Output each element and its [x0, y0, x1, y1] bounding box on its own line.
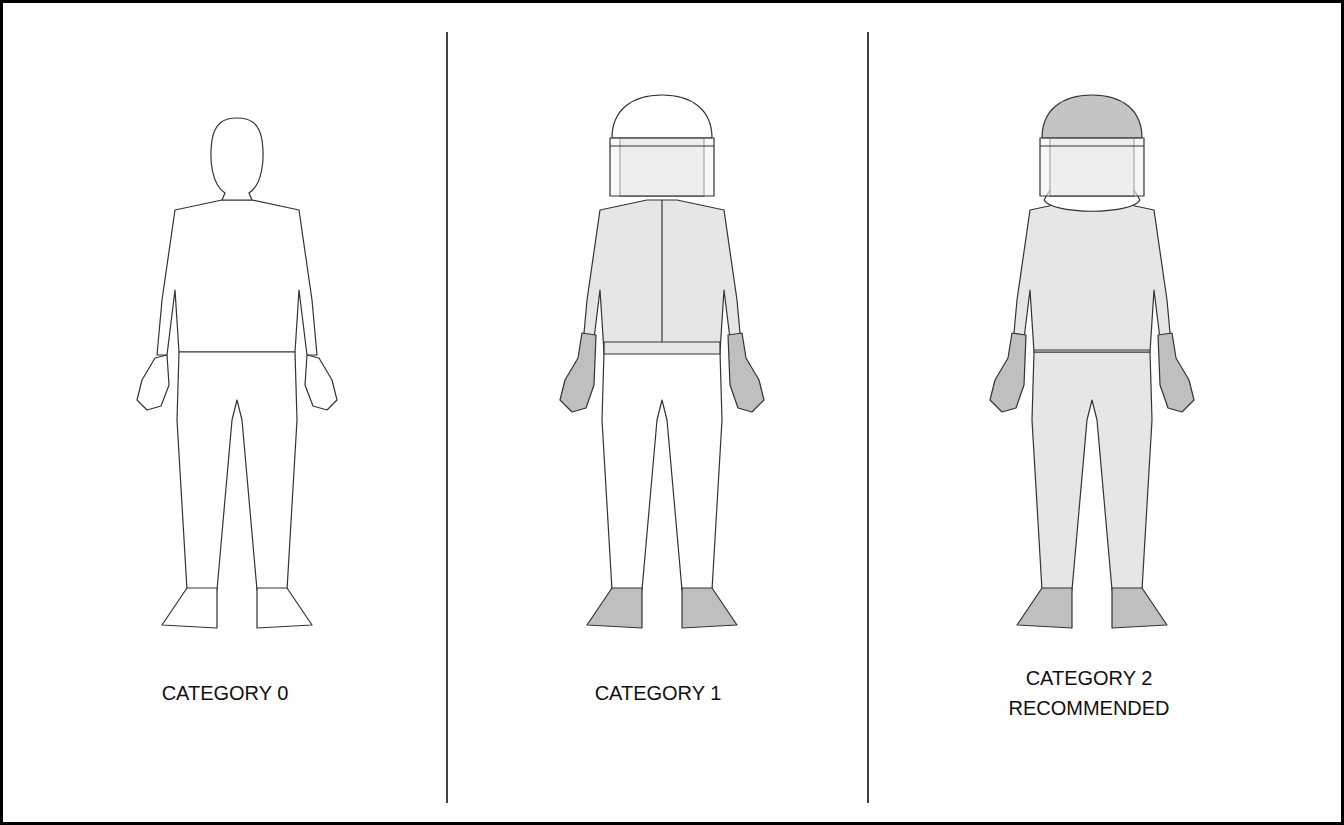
category-label: CATEGORY 1 — [568, 678, 748, 708]
figure-category-1 — [560, 95, 764, 628]
panel-divider — [446, 32, 448, 803]
category-label: CATEGORY 2 RECOMMENDED — [999, 663, 1179, 723]
figure-category-2 — [990, 95, 1194, 628]
category-label: CATEGORY 0 — [135, 678, 315, 708]
figure-no-ppe — [137, 118, 337, 628]
panel-divider — [867, 32, 869, 803]
